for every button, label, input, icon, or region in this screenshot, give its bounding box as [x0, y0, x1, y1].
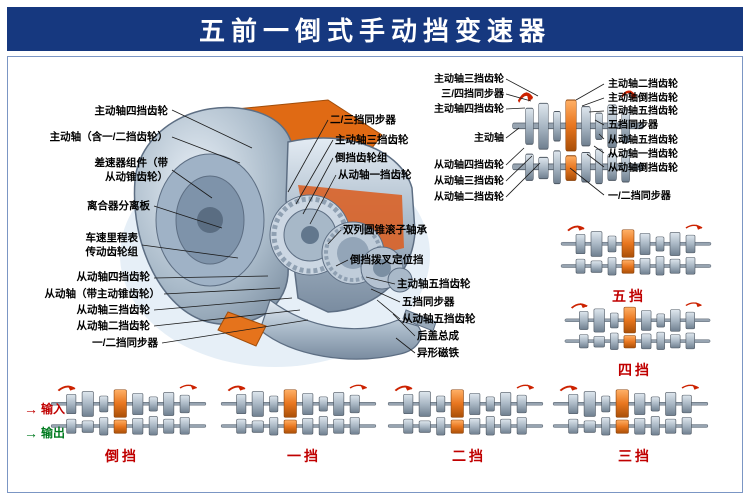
part-label: 从动轴二挡齿轮 — [76, 320, 151, 332]
gear-name-fourth: 四挡 — [618, 362, 652, 378]
gear-diagram-fifth — [560, 223, 712, 277]
part-label: 从动轴一挡齿轮 — [338, 169, 412, 181]
part-label: 从动轴三挡齿轮 — [76, 304, 151, 316]
part-label: 主动轴三挡齿轮 — [335, 134, 409, 146]
part-label: 三/四挡同步器 — [441, 89, 504, 100]
part-label: 从动轴三挡齿轮 — [434, 176, 504, 187]
part-label: 差速器组件（带 从动锥齿轮） — [94, 157, 169, 183]
part-label: 异形磁铁 — [417, 347, 459, 359]
part-label: 主动轴二挡齿轮 — [608, 79, 678, 90]
gear-diagram-fourth — [563, 301, 712, 351]
output-legend: → 输出 — [24, 424, 65, 441]
part-label: 倒挡拨叉定位挡 — [350, 254, 424, 266]
part-label: 一/二挡同步器 — [608, 191, 671, 202]
gear-diagram-first — [220, 383, 377, 437]
input-legend: → 输入 — [24, 400, 65, 417]
part-label: 主动轴五挡齿轮 — [608, 106, 678, 117]
part-label: 从动轴五挡齿轮 — [402, 313, 476, 325]
part-label: 车速里程表 传动齿轮组 — [85, 232, 139, 258]
part-label: 主动轴（含一/二挡齿轮） — [49, 131, 168, 143]
gear-name-first: 一挡 — [287, 448, 321, 464]
part-label: 倒挡齿轮组 — [335, 152, 388, 164]
part-label: 主动轴 — [474, 133, 504, 144]
part-label: 从动轴四挡齿轮 — [434, 160, 504, 171]
part-label: 离合器分离板 — [87, 200, 150, 212]
part-label: 主动轴四挡齿轮 — [94, 105, 169, 117]
part-label: 主动轴四挡齿轮 — [434, 104, 504, 115]
gear-diagram-third — [552, 383, 709, 437]
part-label: 从动轴一挡齿轮 — [608, 149, 678, 160]
title-bar: 五前一倒式手动挡变速器 — [7, 7, 743, 51]
part-label: 后盖总成 — [417, 330, 459, 342]
part-label: 二/三挡同步器 — [330, 114, 396, 126]
part-label: 主动轴五挡齿轮 — [397, 278, 471, 290]
part-label: 一/二挡同步器 — [92, 337, 158, 349]
gear-diagram-second — [387, 383, 544, 437]
output-label: 输出 — [41, 426, 66, 440]
part-label: 主动轴三挡齿轮 — [434, 74, 504, 85]
output-arrow-icon: → — [24, 424, 38, 441]
part-label: 从动轴五挡齿轮 — [608, 135, 678, 146]
part-label: 从动轴二挡齿轮 — [434, 192, 504, 203]
gear-name-fifth: 五挡 — [612, 288, 646, 304]
gear-name-third: 三挡 — [618, 448, 652, 464]
input-arrow-icon: → — [24, 400, 38, 417]
input-label: 输入 — [41, 402, 66, 416]
gear-name-reverse: 倒挡 — [105, 448, 139, 464]
part-label: 从动轴倒挡齿轮 — [608, 163, 678, 174]
part-label: 五挡同步器 — [608, 120, 658, 131]
part-label: 从动轴四挡齿轮 — [76, 271, 151, 283]
part-label: 五挡同步器 — [402, 296, 455, 308]
part-label: 双列圆锥滚子轴承 — [343, 224, 427, 236]
poster-title: 五前一倒式手动挡变速器 — [198, 15, 551, 46]
gear-diagram-reverse — [50, 383, 207, 437]
gear-name-second: 二挡 — [452, 448, 486, 464]
part-label: 从动轴（带主动锥齿轮） — [44, 288, 161, 300]
part-label: 主动轴倒挡齿轮 — [608, 93, 678, 104]
